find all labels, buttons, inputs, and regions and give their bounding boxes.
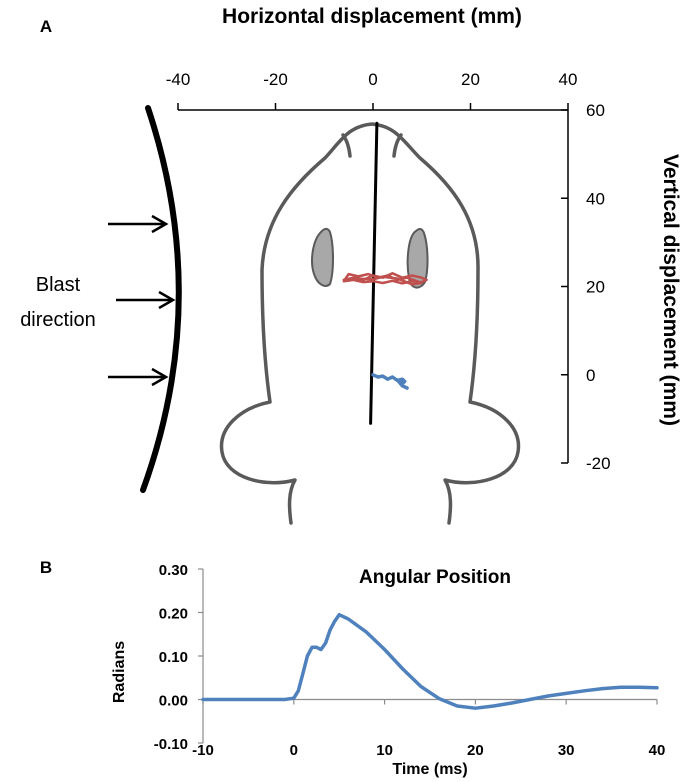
midline-trace — [369, 121, 379, 425]
y-tick-label: 0.20 — [159, 606, 188, 623]
mouse-head-outline — [219, 122, 521, 525]
y-tick-label: 60 — [586, 101, 605, 120]
x-tick-label: -20 — [263, 70, 288, 89]
panel-b-x-axis-title: Time (ms) — [392, 761, 467, 778]
nose-line-left — [341, 133, 352, 158]
x-tick-label: 40 — [559, 70, 578, 89]
y-tick-label: -20 — [586, 454, 611, 473]
x-tick-label: 20 — [467, 742, 484, 759]
panel-a-y-axis-title: Vertical displacement (mm) — [659, 154, 682, 426]
y-tick-label: 20 — [586, 278, 605, 297]
blue-displacement-trace — [371, 373, 409, 390]
x-tick-label: 40 — [649, 742, 666, 759]
red-displacement-trace — [342, 272, 428, 286]
x-tick-label: -10 — [192, 742, 214, 759]
panel-b-label: B — [40, 558, 52, 577]
panel-b-title: Angular Position — [359, 567, 511, 588]
panel-a-data — [342, 121, 428, 425]
x-tick-label: 30 — [558, 742, 575, 759]
x-tick-label: 20 — [461, 70, 480, 89]
y-tick-label: -0.10 — [154, 736, 188, 753]
x-tick-label: -40 — [166, 70, 191, 89]
x-tick-label: 0 — [290, 742, 298, 759]
left-ear — [311, 227, 334, 287]
y-tick-label: 0.10 — [159, 649, 188, 666]
x-tick-label: 0 — [368, 70, 377, 89]
blast-arrow-bottom-head — [151, 367, 169, 387]
panel-b-axes: 0.30 0.20 0.10 0.00 -0.10-10 0 10 20 30 40 — [154, 562, 666, 759]
panel-a-label: A — [40, 17, 52, 36]
y-tick-label: 0.00 — [159, 693, 188, 710]
nose-line-right — [392, 133, 403, 158]
y-tick-label: 0.30 — [159, 562, 188, 579]
angular-position-line — [201, 612, 659, 710]
blast-label-line1: Blast — [36, 274, 81, 296]
panel-b-data — [201, 612, 659, 710]
panel-a-axes: -40 -20 0 20 40 60 40 20 0 -20 — [166, 70, 611, 473]
panel-b-y-axis-title: Radians — [111, 641, 128, 703]
blast-arrow-middle-head — [158, 290, 176, 310]
y-tick-label: 40 — [586, 189, 605, 208]
head-outline — [219, 122, 521, 525]
blast-arrows — [108, 214, 176, 387]
blast-label-line2: direction — [20, 309, 96, 331]
x-tick-label: 10 — [376, 742, 393, 759]
panel-a-x-axis-title: Horizontal displacement (mm) — [222, 5, 522, 28]
blast-arrow-top-head — [151, 214, 169, 234]
blast-front-arc — [140, 105, 182, 493]
y-tick-label: 0 — [586, 366, 595, 385]
